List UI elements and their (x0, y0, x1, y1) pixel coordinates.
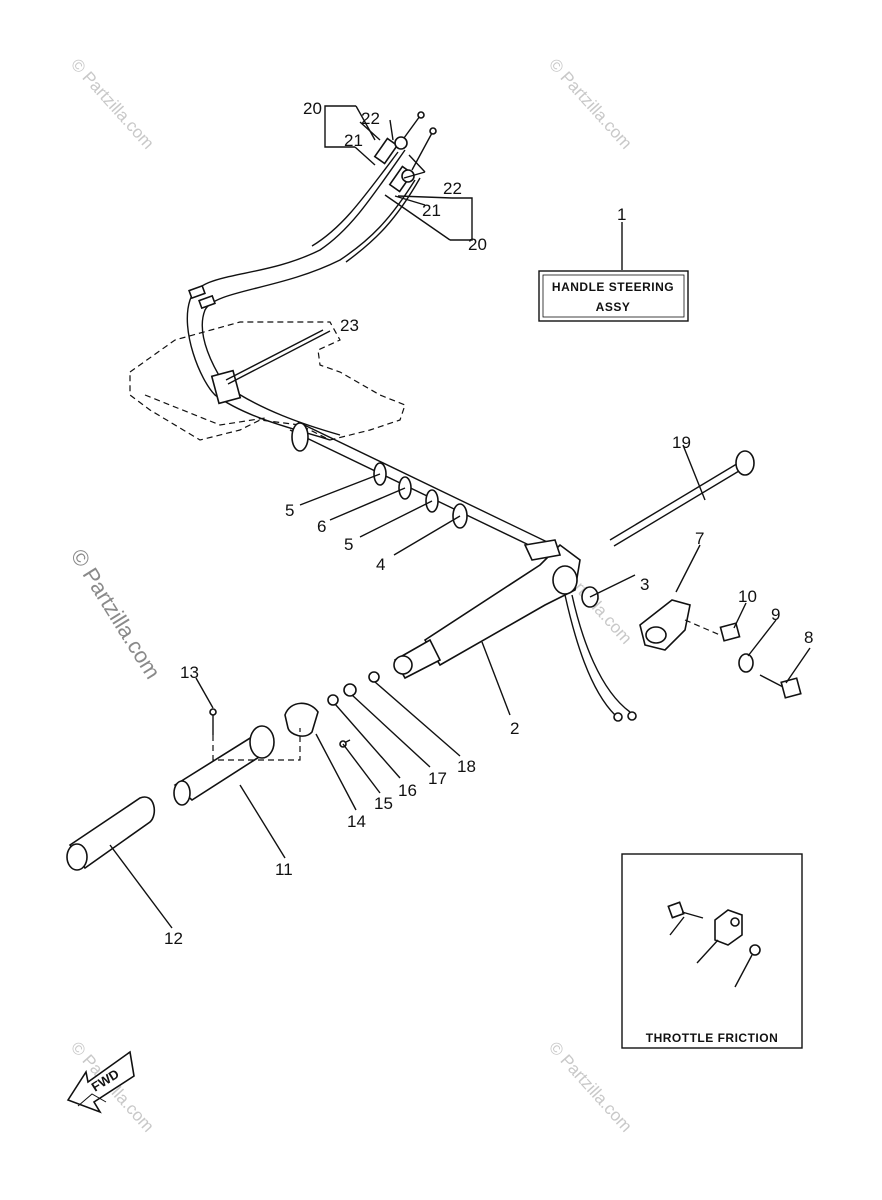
watermark-bottom-right: © Partzilla.com (545, 1038, 636, 1136)
friction-rod-19 (609, 450, 755, 547)
washer-16 (327, 694, 339, 706)
clamp-14 (284, 702, 319, 737)
callout-10: 10 (738, 587, 757, 606)
screw-26 (749, 944, 761, 956)
callout-12: 12 (164, 929, 183, 948)
callout-7: 7 (695, 529, 704, 548)
callout-4: 4 (376, 555, 385, 574)
callout-22a: 22 (361, 109, 380, 128)
screw-13 (209, 708, 301, 761)
callout-11: 11 (275, 860, 293, 879)
callout-13: 13 (180, 663, 199, 682)
callout-16: 16 (398, 781, 417, 800)
watermark-top-right: © Partzilla.com (545, 55, 636, 153)
callout-21b: 21 (422, 201, 441, 220)
callout-17: 17 (428, 769, 447, 788)
fwd-arrow-icon (66, 1050, 135, 1114)
steering-shaft (289, 421, 569, 561)
watermark-top-left: © Partzilla.com (67, 55, 158, 153)
watermark-center-left: © Partzilla.com (66, 544, 166, 683)
callout-6: 6 (317, 517, 326, 536)
assembly-label-box: HANDLE STEERING ASSY (538, 270, 689, 322)
callout-1: 1 (617, 205, 626, 224)
callout-20b: 20 (468, 235, 487, 254)
throttle-cables (186, 111, 437, 441)
throttle-friction-inset: THROTTLE FRICTION (621, 853, 803, 1049)
bracket-7 (639, 599, 721, 651)
assembly-label-line1: HANDLE STEERING (552, 280, 674, 294)
friction-block-24 (714, 909, 743, 946)
callout-21a: 21 (344, 131, 363, 150)
spring-17 (343, 683, 357, 697)
callout-19: 19 (672, 433, 691, 452)
grommet-23 (210, 329, 324, 405)
throttle-grip-11 (173, 725, 275, 806)
callout-20a: 20 (303, 99, 322, 118)
inset-label: THROTTLE FRICTION (646, 1031, 778, 1045)
callout-5b: 5 (344, 535, 353, 554)
callout-8: 8 (804, 628, 813, 647)
callout-22b: 22 (443, 179, 462, 198)
washer-18 (368, 671, 380, 683)
grip-12 (66, 796, 156, 871)
callout-2: 2 (510, 719, 519, 738)
washer-9 (738, 653, 754, 673)
callout-14: 14 (347, 812, 366, 831)
callout-9: 9 (771, 605, 780, 624)
engine-bracket-outline (129, 321, 406, 441)
leader-lines (109, 105, 811, 929)
callout-15: 15 (374, 794, 393, 813)
bolt-25 (667, 901, 704, 919)
callout-5a: 5 (285, 501, 294, 520)
handle-arm (393, 539, 637, 722)
bolt-10 (719, 622, 741, 642)
assembly-label-line2: ASSY (596, 300, 631, 314)
callout-3: 3 (640, 575, 649, 594)
bolt-8 (759, 674, 802, 699)
callout-18: 18 (457, 757, 476, 776)
callout-23: 23 (340, 316, 359, 335)
